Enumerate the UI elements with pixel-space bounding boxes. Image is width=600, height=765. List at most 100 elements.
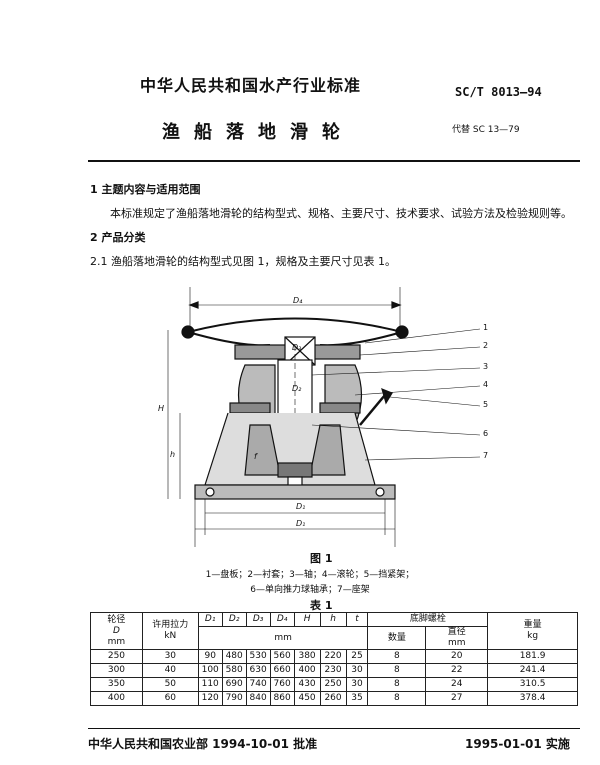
footer-rule [88,728,580,729]
table-cell: 260 [319,691,347,706]
header-weight: 重量 kg [487,612,578,650]
table-cell: 60 [141,691,199,706]
table-header-row-2: mm 数量 直径 mm [91,626,578,650]
table-cell: 220 [319,649,347,664]
header-load: 许用拉力 kN [141,612,199,650]
callout-6: 6 [483,429,489,438]
table-cell: 400 [293,663,321,678]
header-wheel-dia-text: 轮径 [107,614,126,625]
table-cell: 22 [425,663,489,678]
callout-7: 7 [483,451,489,460]
table-cell: 50 [141,677,199,692]
table-cell: 100 [197,663,223,678]
header-wheel-dia-unit: mm [107,636,126,647]
header-d2: D₂ [221,612,247,627]
dim-f-label: f [254,452,257,461]
header-load-unit: kN [164,631,177,641]
table-cell: 560 [269,649,295,664]
header-dim-unit: mm [197,626,369,650]
table-cell: 8 [367,649,427,664]
section-2-1-body: 2.1 渔船落地滑轮的结构型式见图 1，规格及主要尺寸见表 1。 [90,255,396,268]
callout-1: 1 [483,323,489,332]
callout-4: 4 [483,380,489,389]
dim-d4-label: D₄ [293,296,303,305]
table-cell: 380 [293,649,321,664]
document-title: 渔船落地滑轮 [162,122,354,143]
callout-5: 5 [483,400,489,409]
table-cell: 530 [245,649,271,664]
table-cell: 250 [319,677,347,692]
table-cell: 580 [221,663,247,678]
header-h-lower: h [319,612,347,627]
header-bolt-dia: 直径 mm [425,626,489,650]
dim-d1-outer-label: D₁ [296,519,306,528]
table-cell: 241.4 [487,663,578,678]
table-cell: 480 [221,649,247,664]
header-weight-text: 重量 [523,620,542,630]
dim-h-lower-label: h [170,450,176,459]
table-cell: 8 [367,677,427,692]
dim-h-total-label: H [158,404,165,413]
dim-d2-label: D₂ [292,384,302,393]
table-cell: 20 [425,649,489,664]
header-bolt-dia-unit: mm [447,638,466,648]
section-1-heading: 1 主题内容与适用范围 [90,183,201,196]
header-weight-unit: kg [527,631,539,641]
table-cell: 740 [245,677,271,692]
callout-3: 3 [483,362,489,371]
table-cell: 25 [345,649,369,664]
table-cell: 90 [197,649,223,664]
org-title: 中华人民共和国水产行业标准 [140,76,362,95]
table-cell: 310.5 [487,677,578,692]
figure-1-drawing [167,287,481,547]
table-cell: 378.4 [487,691,578,706]
header-wheel-dia-symbol: D [112,625,120,636]
table-cell: 110 [197,677,223,692]
table-cell: 40 [141,663,199,678]
table-cell: 790 [221,691,247,706]
table-cell: 400 [90,691,143,706]
table-cell: 660 [269,663,295,678]
section-2-heading: 2 产品分类 [90,231,146,244]
table-cell: 450 [293,691,321,706]
header-wheel-dia: 轮径 D mm [90,612,143,650]
header-d1: D₁ [197,612,223,627]
table-cell: 30 [345,663,369,678]
table-cell: 760 [269,677,295,692]
figure-legend-line-1: 1—盘板；2—衬套；3—轴；4—滚轮；5—挡紧架； [205,570,415,580]
table-cell: 30 [141,649,199,664]
table-cell: 30 [345,677,369,692]
spec-table: 轮径 D mm 许用拉力 kN D₁ D₂ D₃ D₄ H h t 底脚螺栓 重… [90,612,578,706]
table-cell: 840 [245,691,271,706]
header-bolt-dia-text: 直径 [447,627,466,637]
table-caption: 表 1 [310,599,333,612]
table-cell: 8 [367,691,427,706]
replaces-note: 代替 SC 13—79 [452,125,520,135]
header-load-text: 许用拉力 [152,620,189,630]
header-rule [88,160,580,162]
table-cell: 181.9 [487,649,578,664]
table-cell: 430 [293,677,321,692]
figure-caption: 图 1 [310,552,333,565]
approval-note: 中华人民共和国农业部 1994-10-01 批准 [88,737,318,751]
dim-d3-label: D₃ [292,343,302,352]
standard-number: SC/T 8013—94 [455,85,542,99]
table-cell: 230 [319,663,347,678]
header-d3: D₃ [245,612,271,627]
table-cell: 24 [425,677,489,692]
table-cell: 120 [197,691,223,706]
header-h-total: H [293,612,321,627]
table-cell: 35 [345,691,369,706]
effective-date: 1995-01-01 实施 [465,737,570,751]
callout-2: 2 [483,341,489,350]
header-d4: D₄ [269,612,295,627]
table-cell: 860 [269,691,295,706]
table-cell: 630 [245,663,271,678]
section-1-body: 本标准规定了渔船落地滑轮的结构型式、规格、主要尺寸、技术要求、试验方法及检验规则… [110,207,572,220]
table-cell: 27 [425,691,489,706]
